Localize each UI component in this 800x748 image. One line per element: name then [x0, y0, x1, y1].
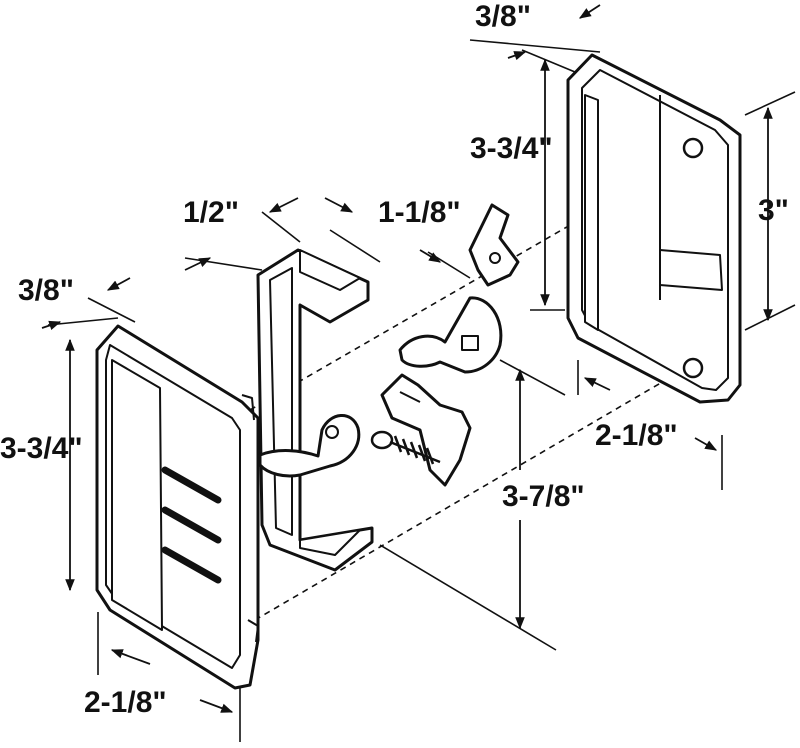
dimension-labels: 3/8" 3-3/4" 2-1/8" 1/2" 1-1/8" 3/8" 3-3/… — [0, 0, 789, 719]
outer-depth-label: 3/8" — [18, 274, 74, 307]
trigger-piece — [380, 373, 472, 487]
frame-width-label: 1-1/8" — [378, 196, 461, 229]
strike-spring — [398, 296, 503, 374]
frame-depth-label: 1/2" — [183, 196, 239, 229]
mount-spacing-label: 3-7/8" — [502, 480, 585, 513]
latch-frame — [256, 248, 374, 572]
inside-handle — [566, 53, 742, 404]
latch-cam — [468, 203, 520, 287]
outer-width-label: 2-1/8" — [84, 686, 167, 719]
inner-depth-label: 3/8" — [475, 0, 531, 33]
inner-hole-spacing-label: 3" — [758, 194, 789, 227]
dimension-arrows — [41, 4, 773, 713]
hook-lever — [258, 414, 361, 478]
spring-screw — [370, 430, 441, 465]
outside-handle — [95, 324, 260, 690]
inner-height-label: 3-3/4" — [470, 132, 553, 165]
inner-width-label: 2-1/8" — [595, 419, 678, 452]
outer-height-label: 3-3/4" — [0, 432, 83, 465]
